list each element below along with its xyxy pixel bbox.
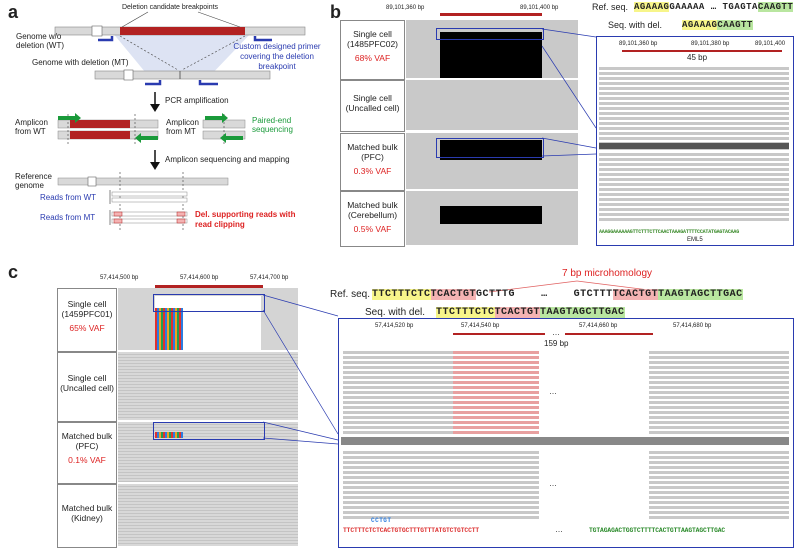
paired-end-label: Paired-end sequencing <box>252 116 293 134</box>
mt-label: Genome with deletion (MT) <box>32 58 129 67</box>
primer-right <box>253 36 272 42</box>
panel-letter-b: b <box>330 2 341 22</box>
c-mini-seq: CCTGT <box>371 517 392 524</box>
c-zoom-c4: 57,414,680 bp <box>673 323 712 329</box>
b-coord-right: 89,101,400 bp <box>520 5 559 11</box>
pcr-label: PCR amplification <box>165 96 229 105</box>
deletion-region <box>120 27 245 35</box>
b-zoom-del-bar <box>622 50 782 52</box>
b-zoom-divider <box>599 143 789 149</box>
c-zoom-del-bar-left <box>453 333 545 335</box>
b-zoom-box-2 <box>436 138 544 158</box>
b-deletion-bar <box>440 13 542 16</box>
c-del-label: Seq. with del. <box>365 307 426 318</box>
c-row-4-label: Matched bulk (Kidney) <box>57 484 117 548</box>
amplicon-wt-label: Amplicon from WT <box>15 118 48 136</box>
reads-mt-label: Reads from MT <box>40 213 96 222</box>
c-zoom-panel: 57,414,520 bp 57,414,540 bp 57,414,660 b… <box>338 318 794 548</box>
b-row-4-label: Matched bulk (Cerebellum) 0.5% VAF <box>340 191 405 247</box>
b-del-label: Seq. with del. <box>608 20 663 30</box>
b-row-3-label: Matched bulk (PFC) 0.3% VAF <box>340 133 405 191</box>
ref-genome-label: Reference genome <box>15 172 52 190</box>
b-zoom-c1: 89,101,360 bp <box>619 41 658 47</box>
c-zoom-reads-2b <box>649 449 789 519</box>
c-coord-2: 57,414,600 bp <box>180 275 219 281</box>
c-zoom-c3: 57,414,660 bp <box>579 323 618 329</box>
c-row-1-label: Single cell (1459PFC01) 65% VAF <box>57 288 117 352</box>
b-track-4-deletion <box>440 206 542 224</box>
c-track-1-softclip <box>155 308 183 350</box>
c-track-3 <box>118 422 298 482</box>
b-zoom-box-1 <box>436 28 544 40</box>
c-track-2 <box>118 352 298 420</box>
wt-label: Genome w/o deletion (WT) <box>16 32 65 50</box>
b-track-3-deletion <box>440 140 542 160</box>
primer-note: Custom designed primer covering the dele… <box>233 42 321 71</box>
c-track-4 <box>118 484 298 546</box>
c-ref-seq: TTCTTTCTCTCACTGTGCTTTG … GTCTTTTCACTGTTA… <box>372 289 743 300</box>
c-del-seq: TTCTTTCTCTCACTGTTAAGTAGCTTGAC <box>436 307 625 318</box>
c-zoom-c1: 57,414,520 bp <box>375 323 414 329</box>
primer-left <box>98 36 114 42</box>
b-ref-seq: AGAAAGGAAAAA … TGAGTACAAGTT <box>634 2 794 12</box>
seq-map-label: Amplicon sequencing and mapping <box>165 155 290 164</box>
amplicon-mt-label: Amplicon from MT <box>166 118 199 136</box>
panel-letter-a: a <box>8 2 19 22</box>
b-track-2 <box>406 80 578 130</box>
c-zoom-lines <box>262 294 339 445</box>
c-zoom-dots-1: … <box>549 387 557 396</box>
c-row-2-label: Single cell (Uncalled cell) <box>57 352 117 422</box>
c-zoom-del-bar-right <box>565 333 653 335</box>
b-ref-label: Ref. seq. <box>592 2 629 12</box>
reads-wt-label: Reads from WT <box>40 193 97 202</box>
c-zoom-reads-1b <box>649 349 789 435</box>
b-zoom-panel: 89,101,360 bp 89,101,380 bp 89,101,400 4… <box>596 36 794 246</box>
panel-letter-c: c <box>8 262 19 282</box>
b-zoom-span: 45 bp <box>687 53 708 62</box>
c-coord-1: 57,414,500 bp <box>100 275 139 281</box>
c-zoom-dots-top: … <box>552 328 560 337</box>
c-zoom-box-2 <box>153 422 265 440</box>
c-bottom-seq-left: TTCTTTCTCTCACTGTGCTTTGTTTATGTCTGTCCTT <box>343 527 480 534</box>
b-zoom-bottom-seq: AAAGGAAAAAAGTTCTTTCTTCAACTAAAGATTTTCCATA… <box>599 229 740 235</box>
b-del-seq: AGAAAGCAAGTT <box>682 20 753 30</box>
b-row-2-label: Single cell (Uncalled cell) <box>340 80 405 132</box>
c-zoom-dots-3: … <box>555 525 563 534</box>
c-microhomology: 7 bp microhomology <box>562 268 653 279</box>
c-zoom-box-1 <box>153 294 265 312</box>
c-zoom-divider <box>341 437 789 445</box>
b-zoom-lines <box>541 28 597 157</box>
b-zoom-reads-2 <box>599 151 789 221</box>
c-zoom-reads-2a <box>343 449 539 519</box>
b-gene-label: EML5 <box>687 237 703 243</box>
panel-a-diagram <box>54 11 306 232</box>
c-coord-3: 57,414,700 bp <box>250 275 289 281</box>
c-ref-label: Ref. seq. <box>330 289 371 300</box>
c-deletion-bar <box>155 285 263 288</box>
c-track-3-softclip <box>155 432 183 438</box>
funnel-shade <box>112 32 252 78</box>
b-coord-left: 89,101,360 bp <box>386 5 425 11</box>
c-zoom-c2: 57,414,540 bp <box>461 323 500 329</box>
b-zoom-c2: 89,101,380 bp <box>691 41 730 47</box>
c-zoom-dots-2: … <box>549 479 557 488</box>
c-zoom-reads-1a-clip <box>453 349 539 435</box>
wt-marker <box>91 25 103 37</box>
candidate-label: Deletion candidate breakpoints <box>121 4 219 11</box>
b-row-1-label: Single cell (1485PFC02) 68% VAF <box>340 20 405 80</box>
b-zoom-c3: 89,101,400 <box>755 41 786 47</box>
del-support-label: Del. supporting reads with read clipping <box>195 210 296 229</box>
c-row-3-label: Matched bulk (PFC) 0.1% VAF <box>57 422 117 484</box>
c-zoom-span: 159 bp <box>544 339 569 348</box>
c-bottom-seq-right: TGTAGAGACTGGTCTTTTCACTGTTAAGTAGCTTGAC <box>589 527 726 534</box>
mt-genome-bar <box>94 70 271 80</box>
